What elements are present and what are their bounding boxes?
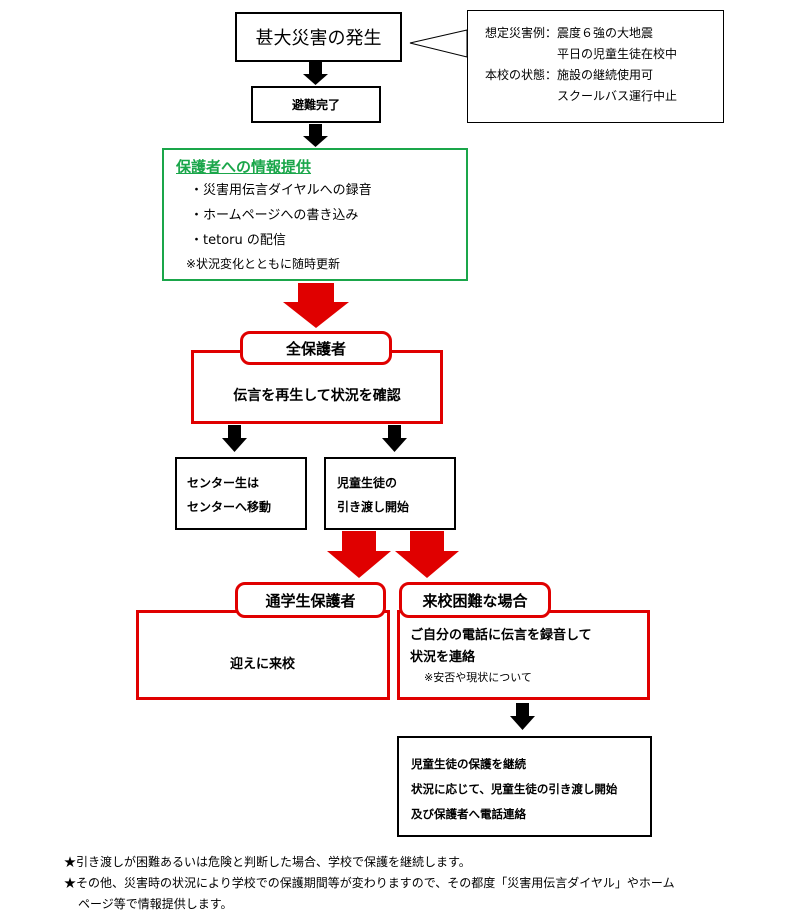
arrow-all-to-center (222, 425, 247, 452)
footnote-1: ★引き渡しが困難あるいは危険と判断した場合、学校で保護を継続します。 (64, 855, 471, 869)
footnote-2b: ページ等で情報提供します。 (78, 897, 233, 911)
center-student-line1: センター生は (187, 476, 260, 490)
commuter-guardians-pill-label: 通学生保護者 (265, 591, 356, 610)
center-student-line2: センターへ移動 (187, 500, 272, 514)
continue-protection-line1: 児童生徒の保護を継続 (411, 757, 526, 771)
red-arrow-to-difficult (395, 531, 459, 578)
scenario-callout: 想定災害例：震度６強の大地震 平日の児童生徒在校中 本校の状態：施設の継続使用可… (467, 10, 724, 123)
handover-start-box: 児童生徒の 引き渡し開始 (324, 457, 456, 530)
difficult-case-pill: 来校困難な場合 (399, 582, 551, 618)
continue-protection-box: 児童生徒の保護を継続 状況に応じて、児童生徒の引き渡し開始 及び保護者へ電話連絡 (397, 736, 652, 837)
scenario-label: 想定災害例： (485, 26, 558, 40)
scenario-value: 震度６強の大地震 (557, 26, 654, 40)
evacuation-complete-box: 避難完了 (251, 86, 381, 123)
commuter-guardians-body: 迎えに来校 (230, 657, 296, 672)
arrow-difficult-to-continue (510, 703, 535, 730)
callout-pointer (409, 29, 468, 58)
difficult-case-line1: ご自分の電話に伝言を録音して (410, 628, 592, 643)
status-value: 施設の継続使用可 (557, 68, 654, 82)
evacuation-complete-label: 避難完了 (291, 98, 340, 112)
arrow-title-to-evac (303, 62, 328, 85)
footnotes: ★引き渡しが困難あるいは危険と判断した場合、学校で保護を継続します。 ★その他、… (64, 852, 764, 915)
all-guardians-pill: 全保護者 (240, 331, 392, 365)
difficult-case-box: ご自分の電話に伝言を録音して 状況を連絡 ※安否や現状について (397, 610, 650, 700)
info-provision-note: ※状況変化とともに随時更新 (186, 257, 341, 271)
info-item-dial: ・災害用伝言ダイヤルへの録音 (190, 183, 372, 198)
info-item-homepage: ・ホームページへの書き込み (190, 208, 359, 223)
center-student-box: センター生は センターへ移動 (175, 457, 307, 530)
commuter-guardians-pill: 通学生保護者 (235, 582, 386, 618)
commuter-guardians-box: 迎えに来校 (136, 610, 390, 700)
handover-start-line1: 児童生徒の (337, 476, 398, 490)
difficult-case-line2: 状況を連絡 (410, 650, 476, 665)
red-arrow-info-to-all (283, 283, 349, 328)
handover-start-line2: 引き渡し開始 (337, 500, 410, 514)
arrow-evac-to-info (303, 124, 328, 147)
status-label: 本校の状態： (485, 68, 558, 82)
disaster-occurrence-box: 甚大災害の発生 (235, 12, 402, 62)
difficult-case-pill-label: 来校困難な場合 (422, 591, 528, 610)
red-arrow-to-commuter (327, 531, 391, 578)
info-item-tetoru: ・tetoru の配信 (190, 233, 286, 248)
all-guardians-body: 伝言を再生して状況を確認 (233, 388, 401, 404)
continue-protection-line3: 及び保護者へ電話連絡 (411, 807, 526, 821)
info-provision-box: 保護者への情報提供 ・災害用伝言ダイヤルへの録音 ・ホームページへの書き込み ・… (162, 148, 468, 281)
footnote-2a: ★その他、災害時の状況により学校での保護期間等が変わりますので、その都度「災害用… (64, 876, 675, 890)
all-guardians-pill-label: 全保護者 (285, 339, 346, 358)
disaster-occurrence-label: 甚大災害の発生 (255, 28, 382, 49)
difficult-case-note: ※安否や現状について (424, 671, 532, 684)
info-provision-heading: 保護者への情報提供 (176, 158, 312, 176)
status-value-2: スクールバス運行中止 (557, 89, 678, 103)
scenario-value-2: 平日の児童生徒在校中 (557, 47, 678, 61)
arrow-all-to-handover (382, 425, 407, 452)
continue-protection-line2: 状況に応じて、児童生徒の引き渡し開始 (411, 782, 618, 796)
